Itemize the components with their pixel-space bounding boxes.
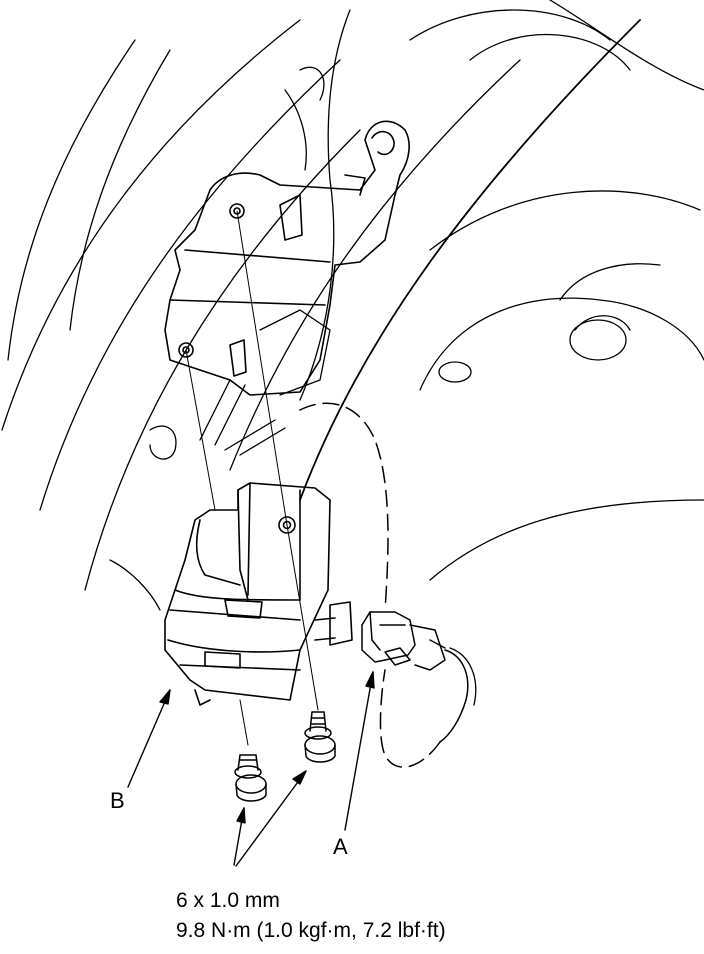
- torque-spec-label: 9.8 N·m (1.0 kgf·m, 7.2 lbf·ft): [176, 919, 446, 942]
- wire-harness: [299, 402, 477, 768]
- bolt-alignment-lines: [185, 210, 319, 746]
- callout-b-label: B: [110, 788, 125, 813]
- chassis-ribs: [199, 379, 286, 456]
- sensor-bracket: [164, 482, 353, 706]
- bolt-right: [304, 711, 336, 763]
- callout-a-label: A: [333, 834, 348, 859]
- bolt-left: [234, 754, 267, 802]
- body-contours: [1, 0, 704, 611]
- upper-bracket: [164, 120, 410, 396]
- connector-a: [361, 611, 446, 671]
- bolt-size-label: 6 x 1.0 mm: [176, 889, 280, 912]
- leader-arrows: [127, 671, 375, 867]
